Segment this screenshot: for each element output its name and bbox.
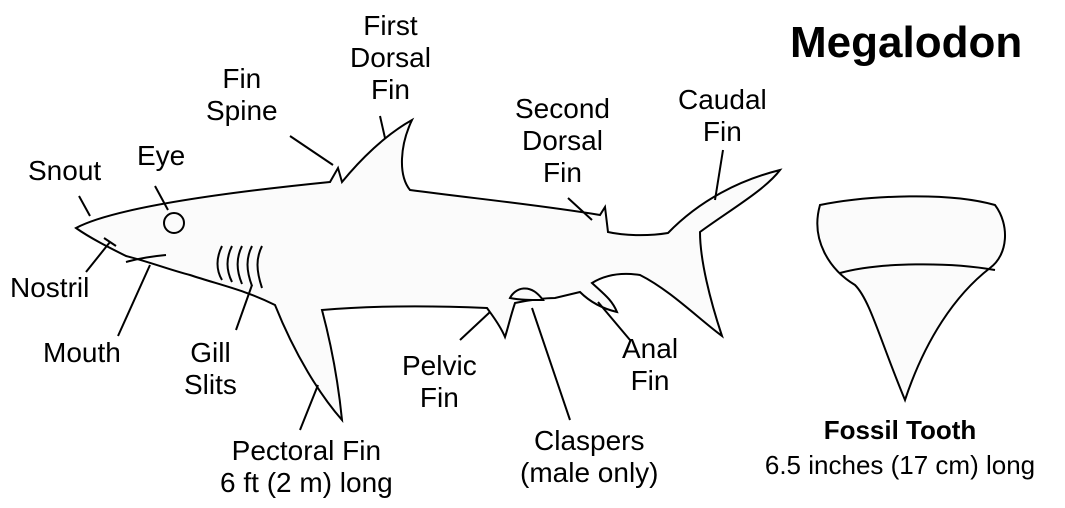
fossil-tooth-size: 6.5 inches (17 cm) long (730, 450, 1065, 480)
label-caudal-fin: Caudal Fin (678, 84, 767, 148)
fossil-tooth-title: Fossil Tooth (760, 415, 1040, 445)
label-snout: Snout (28, 155, 101, 187)
label-eye: Eye (137, 140, 185, 172)
label-second-dorsal-fin: Second Dorsal Fin (515, 93, 610, 189)
eye-shape (164, 213, 184, 233)
label-gill-slits: Gill Slits (184, 337, 237, 401)
label-fin-spine: Fin Spine (206, 63, 278, 127)
label-claspers: Claspers (male only) (520, 425, 658, 489)
label-pectoral-fin: Pectoral Fin 6 ft (2 m) long (220, 435, 393, 499)
label-pelvic-fin: Pelvic Fin (402, 350, 477, 414)
label-mouth: Mouth (43, 337, 121, 369)
label-first-dorsal-fin: First Dorsal Fin (350, 10, 431, 106)
page-title: Megalodon (790, 18, 1022, 68)
label-anal-fin: Anal Fin (622, 333, 678, 397)
label-nostril: Nostril (10, 272, 89, 304)
fossil-tooth-shape (817, 196, 1005, 400)
